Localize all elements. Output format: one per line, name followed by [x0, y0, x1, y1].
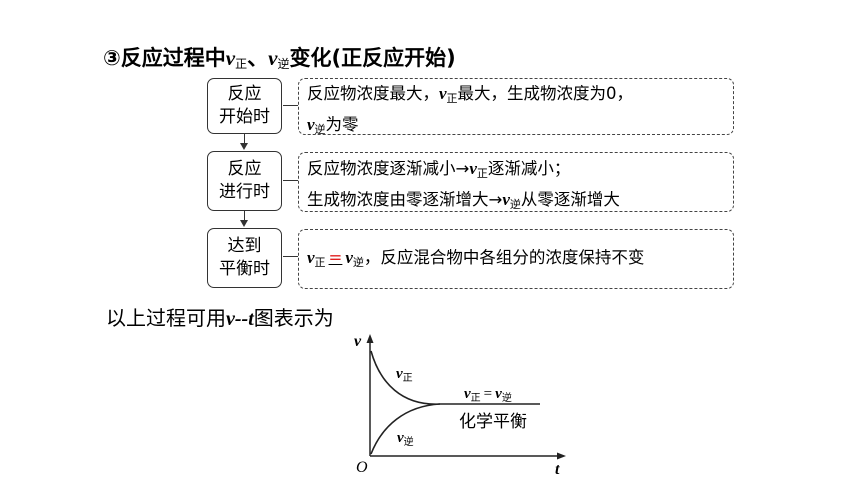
stage-equilibrium-text: ，反应混合物中各组分的浓度保持不变: [363, 248, 645, 267]
y-axis-arrow: [366, 334, 374, 343]
stage-progress-v-reverse: v: [502, 190, 510, 209]
stage-progress-line2-end: 从零逐渐增大: [520, 190, 620, 209]
stage-progress-v-forward: v: [469, 159, 477, 178]
y-axis-label: v: [354, 333, 362, 350]
stage-progress-label-line1: 反应: [227, 159, 262, 179]
stage-equilibrium-description-box: v正=v逆，反应混合物中各组分的浓度保持不变: [298, 229, 734, 289]
stage-progress-connector: [283, 180, 298, 181]
caption-suffix: 图表示为: [253, 306, 334, 330]
stage-equilibrium-label-line2: 平衡时: [219, 259, 270, 279]
heading-suffix: 变化(正反应开始): [289, 46, 456, 70]
graph-caption: 以上过程可用v--t图表示为: [106, 302, 334, 331]
stage-progress-label-line2: 进行时: [219, 182, 270, 202]
stage-progress-line1-end: 逐渐减小；: [487, 159, 571, 178]
stage-start-text-2: 最大，生成物浓度为0，: [457, 84, 634, 103]
stage-progress-sub-forward: 正: [476, 167, 488, 180]
stage-start-connector: [283, 105, 298, 106]
stage-equilibrium-equals: =: [328, 248, 343, 267]
heading-v-forward: v: [225, 46, 236, 70]
v-reverse-label: v逆: [397, 430, 414, 448]
x-axis-label: t: [555, 461, 560, 478]
stage-start-label-line2: 开始时: [219, 107, 270, 127]
vt-graph: v t O v正 v逆 v正=v逆 化学平衡: [354, 333, 566, 478]
stage-start-label-box: 反应 开始时: [207, 78, 282, 134]
stage-start-text-1: 反应物浓度最大，: [307, 84, 439, 103]
stage-start-description-box: 反应物浓度最大，v正最大，生成物浓度为0， v逆为零: [298, 78, 734, 136]
stage-progress-arrow2: →: [488, 190, 503, 209]
origin-label: O: [356, 459, 368, 476]
stage-equilibrium-sub-forward: 正: [314, 256, 326, 269]
v-forward-label: v正: [396, 366, 413, 384]
stage-progress-description-box: 反应物浓度逐渐减小→v正逐渐减小； 生成物浓度由零逐渐增大→v逆从零逐渐增大: [298, 152, 734, 212]
flow-arrow-1-head: [240, 143, 248, 150]
stage-start-label-line1: 反应: [227, 84, 262, 104]
stage-progress-line1-text: 反应物浓度逐渐减小: [307, 159, 456, 178]
caption-prefix: 以上过程可用: [106, 306, 226, 330]
flow-arrow-2-line: [244, 211, 245, 221]
heading-v-reverse: v: [268, 46, 278, 70]
stage-equilibrium-label-box: 达到 平衡时: [207, 228, 282, 288]
equilibrium-equation: v正=v逆: [464, 386, 512, 404]
stage-start-v-forward: v: [439, 84, 447, 103]
stage-start-v-reverse: v: [307, 115, 315, 134]
heading-sep: 、: [247, 46, 269, 70]
v-reverse-curve: [370, 403, 441, 455]
stage-equilibrium-label-line1: 达到: [227, 236, 262, 256]
section-heading: ③反应过程中v正、v逆变化(正反应开始): [103, 42, 456, 72]
stage-progress-sub-reverse: 逆: [509, 198, 521, 211]
flow-arrow-2-head: [240, 220, 248, 227]
stage-equilibrium-v-forward: v: [307, 248, 315, 267]
stage-equilibrium-v-reverse: v: [345, 248, 353, 267]
x-axis-arrow: [557, 452, 566, 460]
flow-arrow-1-line: [244, 134, 245, 144]
stage-start-sub-reverse: 逆: [314, 123, 326, 136]
stage-progress-line2-text: 生成物浓度由零逐渐增大: [307, 190, 489, 209]
heading-prefix: ③反应过程中: [103, 46, 226, 70]
stage-start-text-3: 为零: [325, 115, 359, 134]
stage-start-sub-forward: 正: [446, 92, 458, 105]
stage-equilibrium-sub-reverse: 逆: [352, 256, 364, 269]
caption-vt: v--t: [226, 308, 254, 330]
stage-progress-label-box: 反应 进行时: [207, 151, 282, 211]
heading-sub-forward: 正: [235, 57, 248, 71]
equilibrium-text: 化学平衡: [459, 412, 527, 431]
stage-progress-arrow1: →: [455, 159, 470, 178]
stage-equilibrium-connector: [283, 256, 298, 257]
heading-sub-reverse: 逆: [277, 57, 290, 71]
